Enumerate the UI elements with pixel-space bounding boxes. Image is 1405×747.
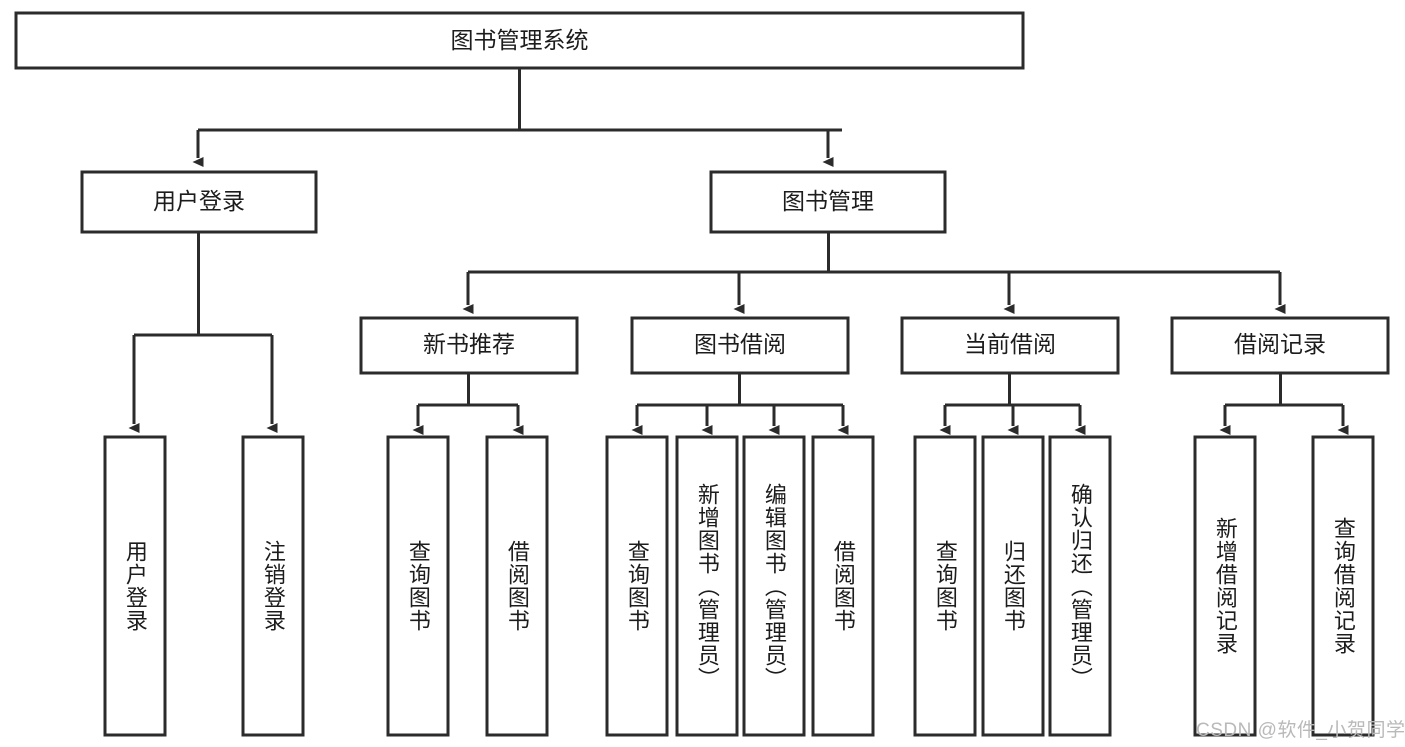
leaf-box-return-book[interactable] xyxy=(981,435,1045,737)
connector-group-book-manage xyxy=(462,232,1286,314)
leaf-box-query-book-3[interactable] xyxy=(913,435,977,737)
leaf-box-edit-book[interactable] xyxy=(742,435,806,737)
node-borrow-record-label: 借阅记录 xyxy=(1234,331,1326,357)
node-borrow-record-box[interactable] xyxy=(1170,316,1390,375)
connector-group-book-borrow xyxy=(631,373,849,435)
leaf-box-borrow-book-2[interactable] xyxy=(811,435,875,737)
leaf-box-user-logout[interactable] xyxy=(241,435,305,737)
csdn-watermark: CSDN @软件_小贺同学 xyxy=(1196,720,1405,741)
leaf-box-add-book[interactable] xyxy=(675,435,739,737)
node-user-login-box[interactable] xyxy=(80,170,318,234)
leaf-box-query-record[interactable] xyxy=(1311,435,1375,737)
node-current-borrow[interactable]: 当前借阅 xyxy=(900,316,1120,375)
node-book-borrow-box[interactable] xyxy=(630,316,850,375)
leaf-box-confirm-return[interactable] xyxy=(1048,435,1112,737)
node-book-manage-box[interactable] xyxy=(709,170,947,234)
leaf-box-query-book-2[interactable] xyxy=(605,435,669,737)
connector-group-user-login xyxy=(128,232,278,433)
node-new-book-recommend-box[interactable] xyxy=(359,316,579,375)
node-new-book-recommend-label: 新书推荐 xyxy=(423,331,515,357)
connector-group-current-borrow xyxy=(939,373,1086,435)
node-book-manage[interactable]: 图书管理 xyxy=(709,170,947,234)
leaf-box-user-login[interactable] xyxy=(103,435,167,737)
connector-group-root xyxy=(192,68,842,167)
node-root-label: 图书管理系统 xyxy=(451,27,589,53)
node-root[interactable]: 图书管理系统 xyxy=(14,11,1025,70)
node-book-manage-label: 图书管理 xyxy=(782,188,874,214)
node-user-login[interactable]: 用户登录 xyxy=(80,170,318,234)
node-root-box[interactable] xyxy=(14,11,1025,70)
leaf-box-add-record[interactable] xyxy=(1193,435,1257,737)
node-user-login-label: 用户登录 xyxy=(153,188,245,214)
connector-group-new-book-recommend xyxy=(412,373,524,435)
node-borrow-record[interactable]: 借阅记录 xyxy=(1170,316,1390,375)
node-book-borrow[interactable]: 图书借阅 xyxy=(630,316,850,375)
node-current-borrow-label: 当前借阅 xyxy=(964,331,1056,357)
node-new-book-recommend[interactable]: 新书推荐 xyxy=(359,316,579,375)
leaf-box-borrow-book-1[interactable] xyxy=(485,435,549,737)
connector-group-borrow-record xyxy=(1219,373,1349,435)
leaf-box-query-book-1[interactable] xyxy=(386,435,450,737)
node-book-borrow-label: 图书借阅 xyxy=(694,331,786,357)
node-current-borrow-box[interactable] xyxy=(900,316,1120,375)
